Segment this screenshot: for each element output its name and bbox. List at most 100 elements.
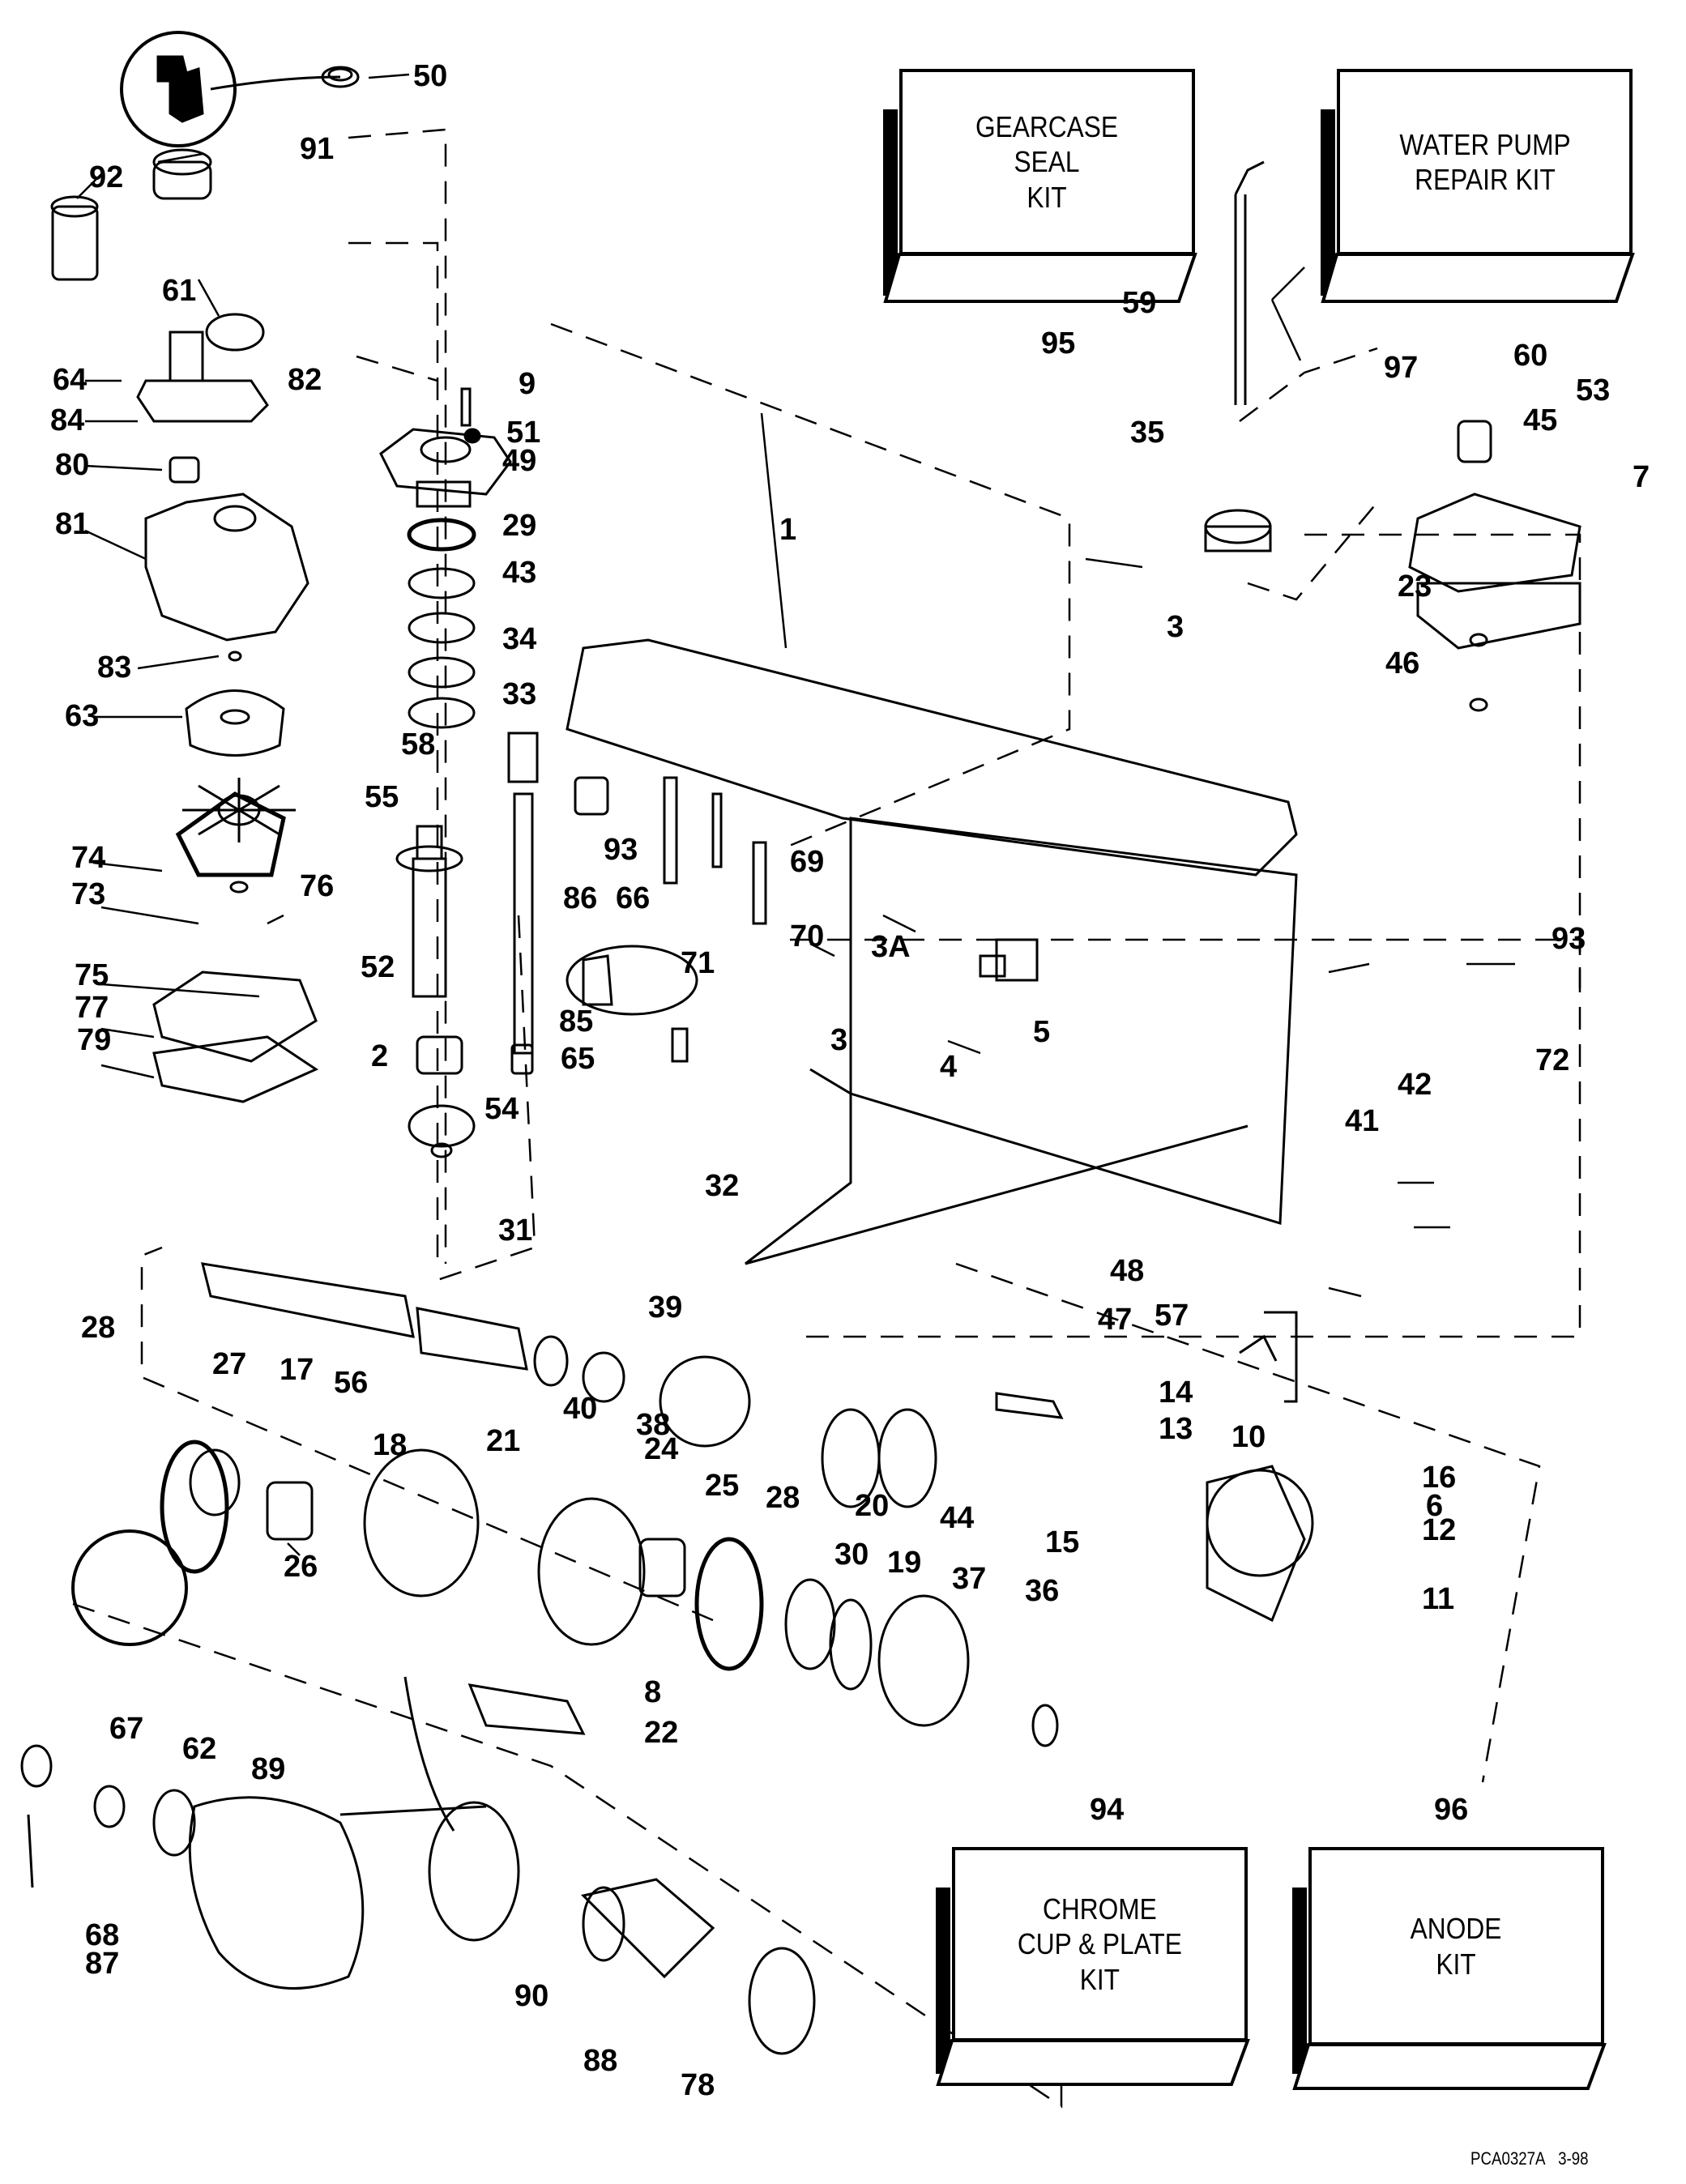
- callout-64: 64: [53, 363, 88, 397]
- callout-75: 75: [75, 958, 109, 992]
- callout-52: 52: [361, 950, 395, 984]
- callout-79: 79: [77, 1023, 112, 1057]
- callout-86: 86: [563, 881, 598, 915]
- kit-water-pump-repair: WATER PUMP REPAIR KIT: [1321, 69, 1645, 312]
- callout-35: 35: [1130, 416, 1165, 450]
- callout-78: 78: [681, 2068, 715, 2102]
- callout-93-left: 93: [604, 833, 638, 867]
- callout-70: 70: [790, 919, 825, 953]
- propeller-shaft: [200, 1262, 1314, 1577]
- callout-7: 7: [1633, 460, 1650, 494]
- callout-37: 37: [952, 1562, 987, 1596]
- callout-54: 54: [484, 1092, 519, 1126]
- callout-63: 63: [65, 699, 100, 733]
- callout-56: 56: [334, 1366, 369, 1400]
- callout-43: 43: [502, 556, 537, 590]
- callout-74: 74: [71, 841, 106, 875]
- callout-32: 32: [705, 1169, 740, 1203]
- callout-3-top: 3: [1167, 610, 1184, 644]
- callout-28-right: 28: [766, 1481, 800, 1515]
- callout-48: 48: [1110, 1254, 1145, 1288]
- callout-92: 92: [89, 160, 124, 194]
- kit-gearcase-seal: GEARCASE SEAL KIT: [883, 69, 1207, 312]
- water-pump-housing: [136, 313, 319, 1103]
- callout-73: 73: [71, 877, 106, 911]
- callout-39: 39: [648, 1290, 683, 1324]
- propeller: [20, 1676, 816, 2055]
- callout-69: 69: [790, 845, 825, 879]
- figure-code: PCA0327A 3-98: [1470, 2148, 1589, 2169]
- callout-85: 85: [559, 1005, 594, 1039]
- kit-base: [883, 253, 1197, 303]
- callout-19: 19: [887, 1546, 922, 1580]
- callout-5: 5: [1033, 1015, 1051, 1049]
- callout-57: 57: [1155, 1299, 1189, 1333]
- kit-shadow: [883, 109, 898, 296]
- callout-21: 21: [486, 1424, 521, 1458]
- kit-shadow: [1321, 109, 1335, 296]
- callout-66: 66: [616, 881, 651, 915]
- kit-base: [1292, 2043, 1607, 2090]
- kit-shadow: [936, 1888, 950, 2074]
- kit-base: [1321, 253, 1635, 303]
- callout-42: 42: [1398, 1068, 1432, 1102]
- callout-97: 97: [1384, 351, 1419, 385]
- callout-53: 53: [1576, 373, 1611, 407]
- bearing-carrier: [71, 1440, 1059, 1747]
- kit-shadow: [1292, 1888, 1307, 2074]
- callout-81: 81: [55, 507, 90, 541]
- callout-76: 76: [300, 869, 335, 903]
- callout-51: 51: [506, 416, 541, 450]
- gearcase-housing: [566, 638, 1298, 1265]
- callout-58: 58: [401, 727, 436, 761]
- callout-55: 55: [365, 780, 399, 814]
- callout-95: 95: [1041, 326, 1076, 360]
- callout-49: 49: [502, 444, 537, 478]
- callout-77: 77: [75, 991, 109, 1025]
- callout-17: 17: [280, 1353, 314, 1387]
- kit-anode: ANODE KIT: [1292, 1847, 1616, 2090]
- kit-label: ANODE KIT: [1411, 1912, 1502, 1981]
- callout-61: 61: [162, 274, 197, 308]
- callout-33: 33: [502, 677, 537, 711]
- callout-88: 88: [583, 2044, 618, 2078]
- callout-13: 13: [1159, 1412, 1193, 1446]
- callout-20: 20: [855, 1489, 890, 1523]
- kit-face: CHROME CUP & PLATE KIT: [952, 1847, 1248, 2041]
- kit-face: ANODE KIT: [1308, 1847, 1604, 2045]
- kit-label: CHROME CUP & PLATE KIT: [1017, 1892, 1183, 1996]
- callout-29: 29: [502, 509, 537, 543]
- callout-67: 67: [109, 1712, 144, 1746]
- callout-59: 59: [1122, 286, 1157, 320]
- callout-68: 68: [85, 1918, 120, 1952]
- callout-4: 4: [940, 1050, 958, 1084]
- callout-36: 36: [1025, 1574, 1060, 1608]
- callout-28-left: 28: [81, 1311, 116, 1345]
- callout-87: 87: [85, 1947, 120, 1981]
- callout-27: 27: [212, 1347, 247, 1381]
- callout-65: 65: [561, 1042, 595, 1076]
- figure-date: 3-98: [1558, 2148, 1589, 2169]
- callout-11: 11: [1422, 1582, 1455, 1616]
- callout-94: 94: [1090, 1793, 1125, 1827]
- callout-3-bottom: 3: [830, 1023, 848, 1057]
- leader-lines: [76, 73, 1515, 1556]
- callout-18: 18: [373, 1428, 408, 1462]
- callout-16: 16: [1422, 1461, 1457, 1495]
- callout-2: 2: [371, 1039, 389, 1073]
- callout-47: 47: [1098, 1303, 1133, 1337]
- callout-83: 83: [97, 651, 132, 685]
- kit-face: GEARCASE SEAL KIT: [899, 69, 1195, 255]
- figure-code-id: PCA0327A: [1470, 2148, 1546, 2169]
- callout-24: 24: [644, 1432, 679, 1466]
- callout-93-right: 93: [1552, 922, 1586, 956]
- callout-84: 84: [50, 403, 85, 437]
- callout-25: 25: [705, 1469, 740, 1503]
- pump-cover-parts: [1408, 420, 1581, 712]
- callout-60: 60: [1513, 339, 1548, 373]
- callout-40: 40: [563, 1392, 598, 1426]
- callout-80: 80: [55, 448, 90, 482]
- callout-44: 44: [940, 1501, 975, 1535]
- kit-chrome-cup-plate: CHROME CUP & PLATE KIT: [936, 1847, 1260, 2090]
- kit-face: WATER PUMP REPAIR KIT: [1337, 69, 1633, 255]
